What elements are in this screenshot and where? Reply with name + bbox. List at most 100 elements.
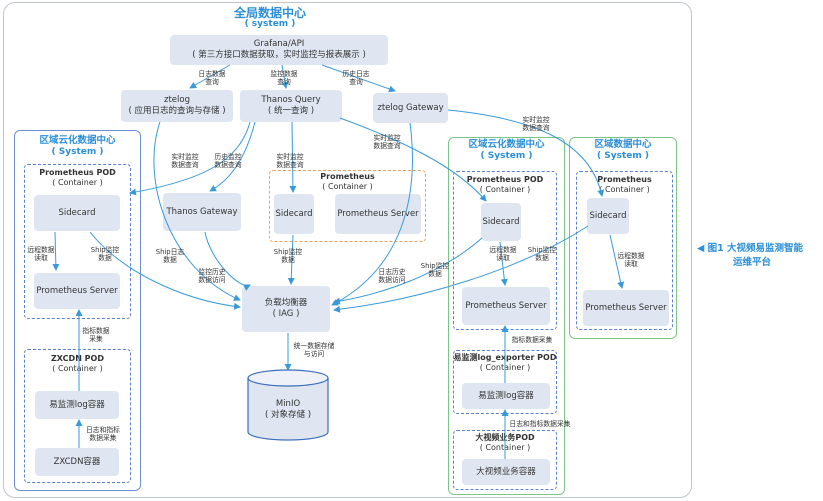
label-center-ship-monitor: Ship监控数据 [273,248,303,264]
arrow-ztelog-ship-log [153,121,241,301]
mid-prometheus-server-box: Prometheus Server [462,287,550,325]
label-realtime-monitor-3: 实时监控数据查询 [373,134,401,150]
label-realtime-monitor-4: 实时监控数据查询 [522,116,550,132]
video-container-label: 大视频业务容器 [476,466,536,477]
label-mid-ship-monitor: Ship监控数据 [420,262,450,278]
arrow-gw-right-sidecard [447,109,605,197]
label-left-log-metric-collect: 日志和指标数据采集 [86,426,120,442]
label-monitor-history-access: 监控历史数据访问 [198,268,226,284]
arrow-grafana-ztelog-gateway [321,64,396,93]
center-pod-title: Prometheus [320,172,375,181]
left-server-label: Prometheus Server [36,285,118,296]
label-realtime-monitor-2: 实时监控数据查询 [276,153,304,169]
arrow-thanos-gateway-lb [204,231,251,291]
label-storage-access: 统一数据存储与访问 [293,342,335,358]
center-server-label: Prometheus Server [337,208,419,219]
thanos-query-box: Thanos Query ( 统一查询 ) [240,90,342,122]
minio-label: MinIO ( 对象存储 ) [248,392,328,428]
ztelog-title: ztelog [164,95,190,105]
mid-pod-subtitle: ( Container ) [479,185,531,194]
label-log-history-access: 日志历史数据访问 [378,268,406,284]
minio-desc: ( 对象存储 ) [264,410,312,420]
label-history-monitor: 历史监控数据查询 [214,153,242,169]
label-left-metric-collect: 指标数据采集 [82,327,110,343]
right-sidecard-box: Sidecard [587,198,629,234]
right-prometheus-server-box: Prometheus Server [583,290,669,326]
right-region-title: 区域数据中心 [594,139,652,150]
grafana-title: Grafana/API [253,39,305,49]
figure-caption: ◀ 图1 大视频易监测智能 运维平台 [697,242,821,270]
mid-pod-title: Prometheus POD [466,175,544,184]
arrow-right-remote-read [609,234,625,289]
mid-sidecard-label: Sidecard [482,216,520,227]
label-mid-log-metric-collect: 日志和指标数据采集 [509,420,571,428]
right-sidecard-label: Sidecard [589,210,627,221]
mid-server-label: Prometheus Server [465,300,547,311]
label-log-query: 日志数据查询 [198,70,226,86]
right-server-label: Prometheus Server [585,302,667,313]
minio-title: MinIO [275,399,301,409]
load-balancer-desc: ( IAG ) [272,309,300,319]
load-balancer-title: 负载均衡器 [264,298,308,308]
arrow-grafana-ztelog [189,64,231,89]
arrow-right-ship-monitor [333,225,589,313]
arrow-query-mid-sidecard [339,117,487,202]
left-sidecard-label: Sidecard [58,207,96,218]
center-prometheus-server-box: Prometheus Server [335,194,421,234]
arrow-mid-ship-monitor [333,237,483,305]
label-left-ship-monitor: Ship监控数据 [90,246,120,262]
left-pod-title: Prometheus POD [39,168,116,177]
center-prometheus-pod [269,170,426,242]
mid-log-container-label: 易监测log容器 [478,390,534,401]
label-right-remote-read: 远程数据读取 [617,252,645,268]
label-ship-log: Ship日志数据 [155,248,185,264]
global-title: 全局数据中心 [233,6,306,20]
left-prometheus-pod [24,164,131,319]
arrow-left-remote-read [52,231,60,271]
left-region [14,130,141,491]
arrow-query-center-sidecard [289,121,297,193]
mid-region-subtitle: ( System ) [480,151,533,161]
ztelog-box: ztelog ( 应用日志的查询与存储 ) [121,90,233,122]
label-realtime-monitor-1: 实时监控数据查询 [171,153,199,169]
left-log-container-box: 易监测log容器 [35,391,119,419]
mid-region [448,137,565,495]
left-pod-subtitle: ( Container ) [52,178,103,187]
mid-region-title: 区域云化数据中心 [468,139,545,150]
arrow-query-thanos-gateway [209,121,256,192]
arrow-query-left-sidecard [129,121,251,196]
center-sidecard-box: Sidecard [274,194,314,234]
right-pod-title: Prometheus [597,175,652,184]
arrow-left-ship-monitor [89,231,241,310]
zxcdn-pod-title: ZXCDN POD [51,354,104,363]
label-mid-remote-read: 远程数据读取 [489,246,517,262]
right-pod-subtitle: ( Container ) [599,185,650,194]
zxcdn-container-box: ZXCDN容器 [35,448,119,476]
global-subtitle: ( system ) [244,19,296,29]
zxcdn-pod [24,349,131,483]
right-region [569,137,677,339]
figure-caption-line1: ◀ 图1 大视频易监测智能 [697,243,804,254]
video-container-box: 大视频业务容器 [462,459,550,485]
left-region-title: 区域云化数据中心 [39,135,116,146]
left-region-subtitle: ( System ) [51,147,104,157]
thanos-gateway-box: Thanos Gateway [163,193,241,231]
right-prometheus-pod [576,171,673,330]
ztelog-gateway-box: ztelog Gateway [373,93,448,123]
arrow-center-ship-monitor [287,234,295,285]
thanos-query-desc: ( 统一查询 ) [267,106,315,116]
zxcdn-pod-subtitle: ( Container ) [52,364,103,373]
left-prometheus-server-box: Prometheus Server [34,273,120,309]
left-sidecard-box: Sidecard [34,195,120,231]
label-mid-metric-collect: 指标数据采集 [511,336,553,344]
arrow-mid-remote-read [499,241,508,286]
center-pod-subtitle: ( Container ) [322,182,373,191]
figure-caption-line2: 运维平台 [733,257,772,268]
center-sidecard-label: Sidecard [275,208,313,219]
thanos-query-title: Thanos Query [261,95,321,105]
arrow-ztelog-gateway-lb [331,122,413,306]
global-data-center [3,2,692,498]
label-history-query: 历史日志查询 [342,70,370,86]
ztelog-gateway-label: ztelog Gateway [377,102,444,113]
